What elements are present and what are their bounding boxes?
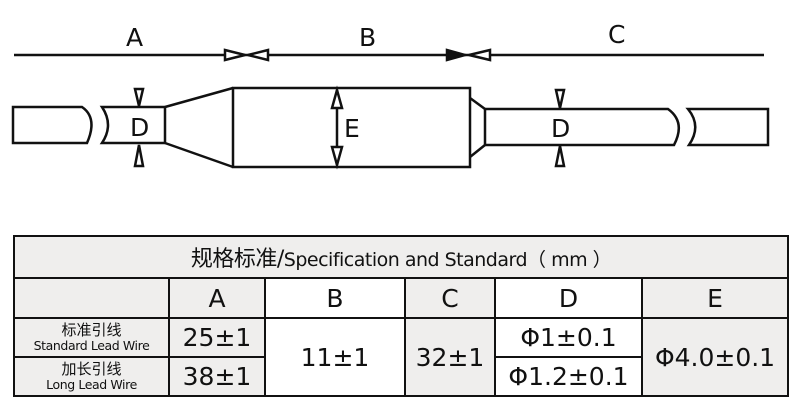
right-lead-wire-end	[685, 107, 770, 147]
title-en: Specification and Standard（ mm ）	[283, 249, 612, 271]
label-e: E	[344, 114, 360, 143]
row-label-cn: 标准引线	[61, 321, 122, 339]
d-arrow-icon	[133, 144, 145, 168]
arrow-icon	[223, 48, 246, 62]
row-label-cn: 加长引线	[61, 360, 122, 378]
cell-e: Φ4.0±0.1	[640, 317, 790, 397]
right-lead-wire	[483, 107, 681, 147]
cell-a: 25±1	[168, 317, 266, 358]
header-e: E	[640, 277, 790, 319]
row-label-en: Standard Lead Wire	[33, 338, 150, 353]
right-taper	[469, 96, 486, 158]
arrow-icon	[445, 48, 470, 62]
label-b: B	[359, 23, 376, 52]
cell-b: 11±1	[264, 317, 406, 397]
cell-c: 32±1	[404, 317, 496, 397]
e-arrow-icon	[330, 85, 344, 110]
header-empty	[13, 277, 170, 319]
title-cn: 规格标准/	[190, 247, 284, 272]
header-c: C	[404, 277, 496, 319]
cell-a: 38±1	[168, 356, 266, 397]
left-lead-wire	[99, 105, 167, 145]
sensor-body	[231, 86, 472, 169]
label-c: C	[608, 20, 625, 49]
left-taper	[164, 86, 234, 169]
component-drawing: A B C D D E	[11, 20, 770, 170]
header-a: A	[168, 277, 266, 319]
arrow-icon	[247, 48, 270, 62]
specification-table: 规格标准/Specification and Standard（ mm ） A …	[12, 235, 790, 397]
label-a: A	[126, 23, 143, 52]
d-arrow-icon	[554, 88, 566, 109]
label-d-left: D	[130, 113, 149, 142]
table-title: 规格标准/Specification and Standard（ mm ）	[12, 235, 790, 279]
label-d-right: D	[551, 114, 570, 143]
row-label-en: Long Lead Wire	[46, 377, 137, 392]
d-arrow-icon	[133, 87, 145, 107]
left-lead-wire-end	[11, 105, 93, 145]
d-arrow-icon	[554, 145, 566, 168]
header-d: D	[494, 277, 643, 319]
arrow-icon	[468, 48, 492, 62]
header-b: B	[264, 277, 406, 319]
cell-d: Φ1.2±0.1	[494, 356, 643, 397]
cell-d: Φ1±0.1	[494, 317, 643, 358]
e-arrow-icon	[330, 145, 344, 170]
